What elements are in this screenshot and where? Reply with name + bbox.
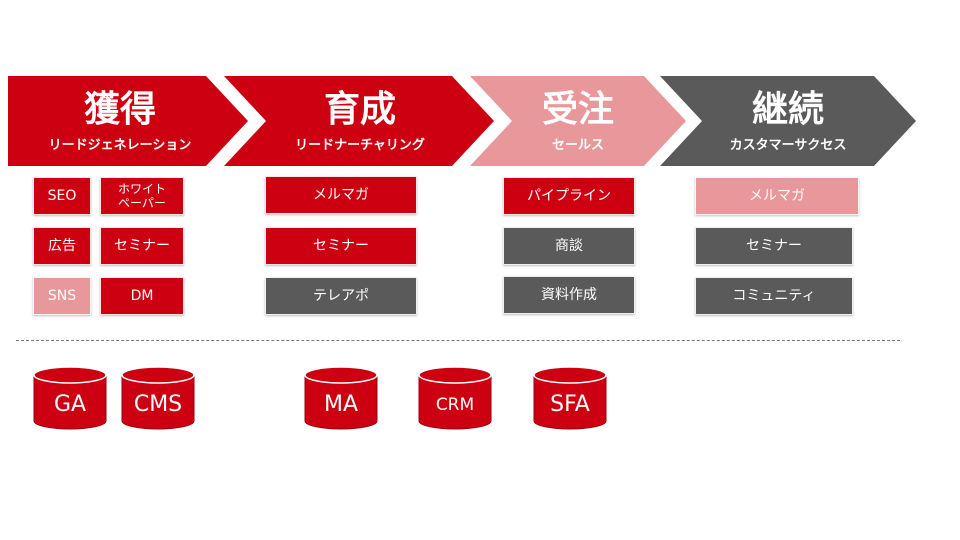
stage-title-customer-success: 継続: [751, 89, 824, 130]
box-seo: SEO: [33, 177, 91, 215]
stage-arrow-acquisition: [8, 76, 248, 166]
stage-title-acquisition: 獲得: [83, 89, 156, 130]
box-pipeline: パイプライン: [503, 177, 635, 215]
stage-subtitle-acquisition: リードジェネレーション: [48, 138, 192, 153]
dashed-divider: [16, 340, 900, 341]
stage-title-sales: 受注: [541, 89, 614, 130]
box-dm: DM: [100, 277, 184, 315]
box-negotiation: 商談: [503, 227, 635, 265]
stage-arrow-customer-success: [660, 76, 916, 166]
database-icon: [418, 366, 492, 430]
database-icon: [533, 366, 607, 430]
database-icon: [121, 366, 195, 430]
stage-subtitle-sales: セールス: [551, 138, 604, 153]
stage-arrow-sales: [470, 76, 686, 166]
box-seminar-acquisition: セミナー: [100, 227, 184, 265]
tool-sfa-database-icon: SFA: [533, 366, 607, 430]
box-ads: 広告: [33, 227, 91, 265]
tool-crm-database-icon: CRM: [418, 366, 492, 430]
box-documents: 資料作成: [503, 276, 635, 314]
stage-subtitle-customer-success: カスタマーサクセス: [729, 138, 847, 153]
tool-ma-database-icon: MA: [304, 366, 378, 430]
box-sns: SNS: [33, 277, 91, 315]
stage-arrows: [8, 76, 916, 166]
box-teleapo: テレアポ: [265, 277, 417, 315]
box-seminar-customer-success: セミナー: [695, 227, 853, 265]
box-mailmag-customer-success: メルマガ: [695, 177, 859, 215]
stage-arrow-nurturing: [224, 76, 494, 166]
stage-title-nurturing: 育成: [323, 89, 396, 130]
stage-subtitle-nurturing: リードナーチャリング: [295, 138, 425, 153]
box-mailmag-nurturing: メルマガ: [265, 176, 417, 214]
database-icon: [33, 366, 107, 430]
database-icon: [304, 366, 378, 430]
box-community: コミュニティ: [695, 277, 853, 315]
tool-label-crm: CRM: [435, 395, 475, 415]
tool-label-ma: MA: [323, 392, 359, 417]
tool-ga-database-icon: GA: [33, 366, 107, 430]
box-whitepaper: ホワイト ペーパー: [100, 177, 184, 215]
tool-label-cms: CMS: [133, 392, 183, 417]
tool-cms-database-icon: CMS: [121, 366, 195, 430]
box-seminar-nurturing: セミナー: [265, 227, 417, 265]
tool-label-sfa: SFA: [550, 392, 590, 417]
tool-label-ga: GA: [53, 392, 87, 417]
